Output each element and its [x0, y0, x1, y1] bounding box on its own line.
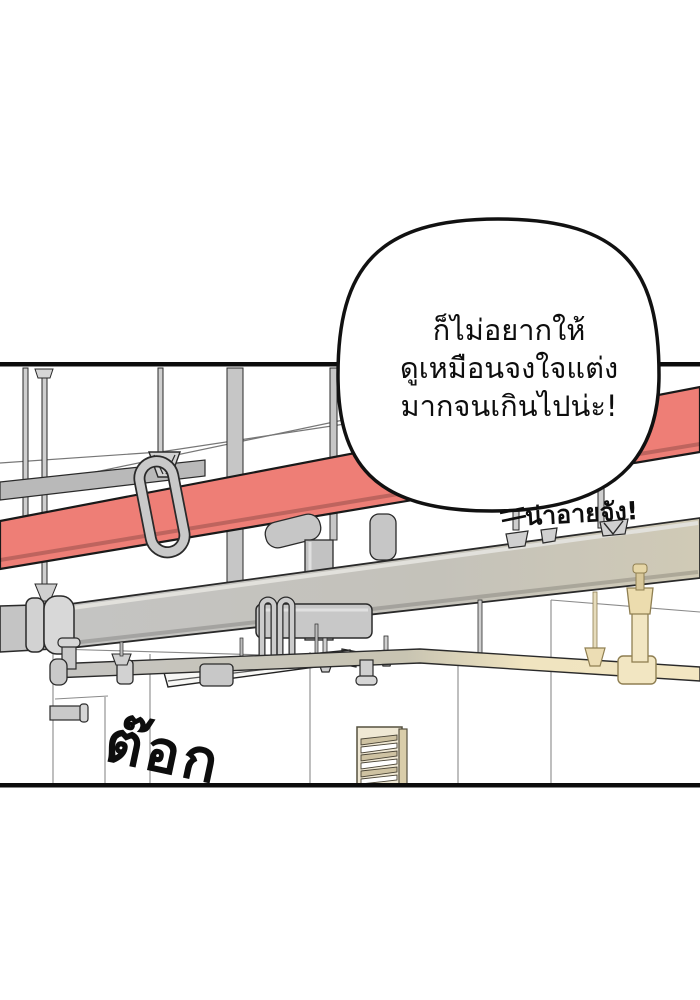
speech-bubble-shape [336, 217, 661, 513]
handwritten-caption: น่าอายจัง! [524, 496, 639, 531]
speech-bubble: ก็ไม่อยากให้ ดูเหมือนจงใจแต่ง มากจนเกินไ… [348, 311, 670, 425]
speech-line-3: มากจนเกินไปน่ะ! [400, 389, 618, 423]
vent-grille [356, 726, 408, 787]
thin-branch-pipe [49, 563, 700, 687]
wall-stub-pipe [49, 703, 89, 723]
red-pipe-clamp [133, 451, 191, 559]
caption-dashes [499, 506, 527, 523]
speech-line-2: ดูเหมือนจงใจแต่ง [399, 351, 619, 385]
big-gray-pipe [0, 517, 700, 663]
speech-line-1: ก็ไม่อยากให้ [432, 313, 586, 347]
